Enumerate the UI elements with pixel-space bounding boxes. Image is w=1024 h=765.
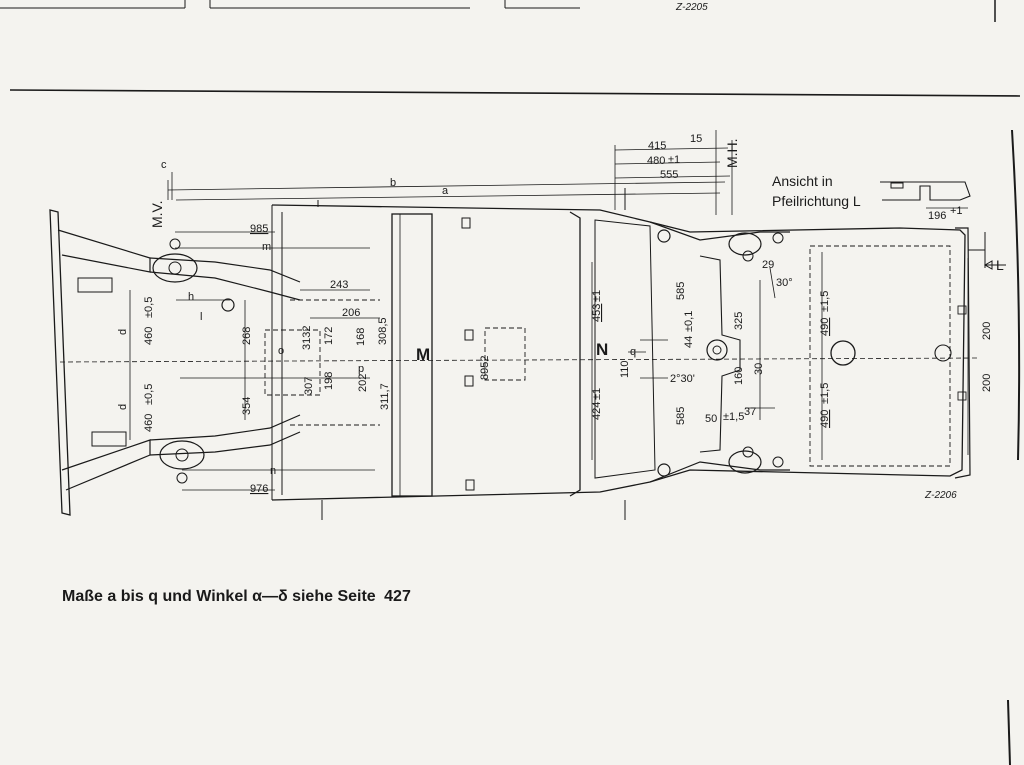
angle-30: 30° xyxy=(776,277,793,289)
dim-424-tol: ±1 xyxy=(591,388,603,400)
dim-490-upper: 490 xyxy=(819,318,831,336)
dim-172: 172 xyxy=(323,327,335,345)
dim-243: 243 xyxy=(330,279,348,291)
dim-3117: 311,7 xyxy=(379,383,391,410)
marker-N: N xyxy=(596,340,608,359)
marker-M: M xyxy=(416,345,430,364)
dim-h: h xyxy=(188,291,194,303)
dim-325: 325 xyxy=(733,312,745,330)
arrow-L-label: L xyxy=(996,257,1004,273)
dim-q: q xyxy=(630,346,636,358)
dim-o: o xyxy=(278,345,284,357)
dim-168: 168 xyxy=(355,328,367,346)
dimension-lines xyxy=(59,130,1006,491)
dim-200-lower: 200 xyxy=(981,374,993,392)
dim-585-lower: 585 xyxy=(675,407,687,425)
dim-d-lower: d xyxy=(117,404,129,410)
dim-50: 50 xyxy=(705,413,717,425)
view-label-line2: Pfeilrichtung L xyxy=(772,193,861,209)
dim-b: b xyxy=(390,177,396,189)
dim-160: 160 xyxy=(733,367,745,385)
dim-354: 354 xyxy=(241,397,253,415)
dim-110: 110 xyxy=(619,360,631,378)
dim-202: 202 xyxy=(357,374,369,392)
mv-label: M.V. xyxy=(149,201,165,229)
dim-480: 480 xyxy=(647,155,665,167)
dim-200-upper: 200 xyxy=(981,322,993,340)
view-detail xyxy=(880,181,971,209)
chassis-outline xyxy=(49,188,986,520)
dim-460-lower-tol: ±0,5 xyxy=(143,384,155,405)
dim-460-upper: 460 xyxy=(143,327,155,345)
dim-n: n xyxy=(270,465,276,477)
caption-text: Maße a bis q und Winkel α—δ siehe Seite xyxy=(62,588,376,605)
figure-ref: Z-2206 xyxy=(924,490,957,501)
dim-307: 307 xyxy=(303,377,315,395)
dim-555: 555 xyxy=(660,169,678,181)
dim-44: 44 xyxy=(683,336,695,348)
dim-198: 198 xyxy=(323,372,335,390)
dim-d-upper: d xyxy=(117,329,129,335)
page-rule xyxy=(9,89,1021,97)
dim-3085: 308,5 xyxy=(377,317,389,345)
dim-490-lower-tol: ±1,5 xyxy=(819,383,831,404)
dim-37: 37 xyxy=(744,406,756,418)
dim-268: 268 xyxy=(241,327,253,345)
page-edge-bottom xyxy=(1007,699,1011,765)
dim-30: 30 xyxy=(753,363,765,375)
dim-c: c xyxy=(161,159,167,171)
dim-3132: 3132 xyxy=(301,326,313,350)
dim-206: 206 xyxy=(342,307,360,319)
view-dim: 196 xyxy=(928,210,946,222)
dim-a: a xyxy=(442,185,449,197)
previous-figure-fragment: Z-2205 xyxy=(0,0,996,22)
dim-453: 453 xyxy=(591,304,603,322)
dim-460-upper-tol: ±0,5 xyxy=(143,297,155,318)
dim-50-tol: ±1,5 xyxy=(723,411,744,423)
mh-label: M.H. xyxy=(724,138,740,168)
view-label-line1: Ansicht in xyxy=(772,173,833,189)
dim-8952: 8952 xyxy=(479,356,491,380)
angle-2-30: 2°30' xyxy=(670,373,695,385)
dim-p: p xyxy=(358,363,364,375)
dim-490-upper-tol: ±1,5 xyxy=(819,291,831,312)
annotations: Ansicht in Pfeilrichtung L 196 +1 L M.V.… xyxy=(117,133,1004,501)
dim-424: 424 xyxy=(591,402,603,420)
dim-460-lower: 460 xyxy=(143,414,155,432)
dim-l: l xyxy=(200,311,202,323)
dim-415: 415 xyxy=(648,140,666,152)
dim-453-tol: ±1 xyxy=(591,290,603,302)
dim-480-tol: ±1 xyxy=(668,154,680,166)
dim-29: 29 xyxy=(762,259,774,271)
dim-490-lower: 490 xyxy=(819,410,831,428)
dim-585-upper: 585 xyxy=(675,282,687,300)
dim-44-tol: ±0,1 xyxy=(683,311,695,332)
page-edge xyxy=(1011,129,1021,461)
dim-976: 976 xyxy=(250,483,268,495)
view-dim-tol: +1 xyxy=(950,205,963,217)
dim-985: 985 xyxy=(250,223,268,235)
top-figure-ref: Z-2205 xyxy=(675,2,708,13)
dim-15: 15 xyxy=(690,133,702,145)
figure-caption: Maße a bis q und Winkel α—δ siehe Seite … xyxy=(62,588,415,606)
dim-m: m xyxy=(262,241,271,253)
caption-page: 427 xyxy=(384,588,411,605)
